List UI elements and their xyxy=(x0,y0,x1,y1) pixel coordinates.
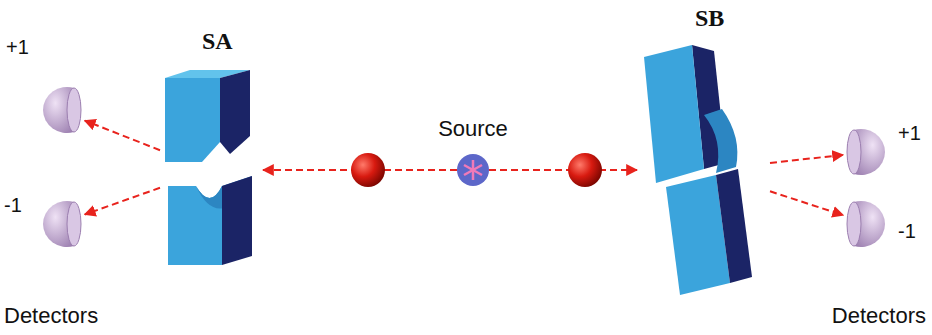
magnet-shape xyxy=(160,70,260,270)
particle xyxy=(568,153,602,187)
detectors-label: Detectors xyxy=(832,304,926,328)
beam-arrow xyxy=(489,169,637,171)
source: Source xyxy=(457,154,489,186)
magnet: SA xyxy=(160,70,260,270)
detector-value: +1 xyxy=(898,122,921,145)
detector-shape xyxy=(34,86,82,134)
beam-arrow xyxy=(770,191,843,215)
particle xyxy=(351,153,385,187)
detector: -1 xyxy=(846,200,894,248)
detector-value: -1 xyxy=(898,220,916,243)
detector: -1 xyxy=(34,200,82,248)
detector-shape xyxy=(34,200,82,248)
source-label: Source xyxy=(438,116,508,142)
beam-arrow xyxy=(85,121,160,151)
detector: +1 xyxy=(846,128,894,176)
beam-arrow xyxy=(85,188,160,215)
detector-shape xyxy=(846,128,894,176)
detector-shape xyxy=(846,200,894,248)
detector-value: +1 xyxy=(6,36,29,59)
detectors-label: Detectors xyxy=(4,304,98,328)
detector-value: -1 xyxy=(4,194,22,217)
magnet: SB xyxy=(640,45,770,295)
magnet-label: SB xyxy=(695,5,724,32)
beam-arrow xyxy=(770,155,843,163)
source-shape xyxy=(457,154,489,186)
detector: +1 xyxy=(34,86,82,134)
magnet-label: SA xyxy=(202,28,233,55)
magnet-shape xyxy=(640,45,770,295)
